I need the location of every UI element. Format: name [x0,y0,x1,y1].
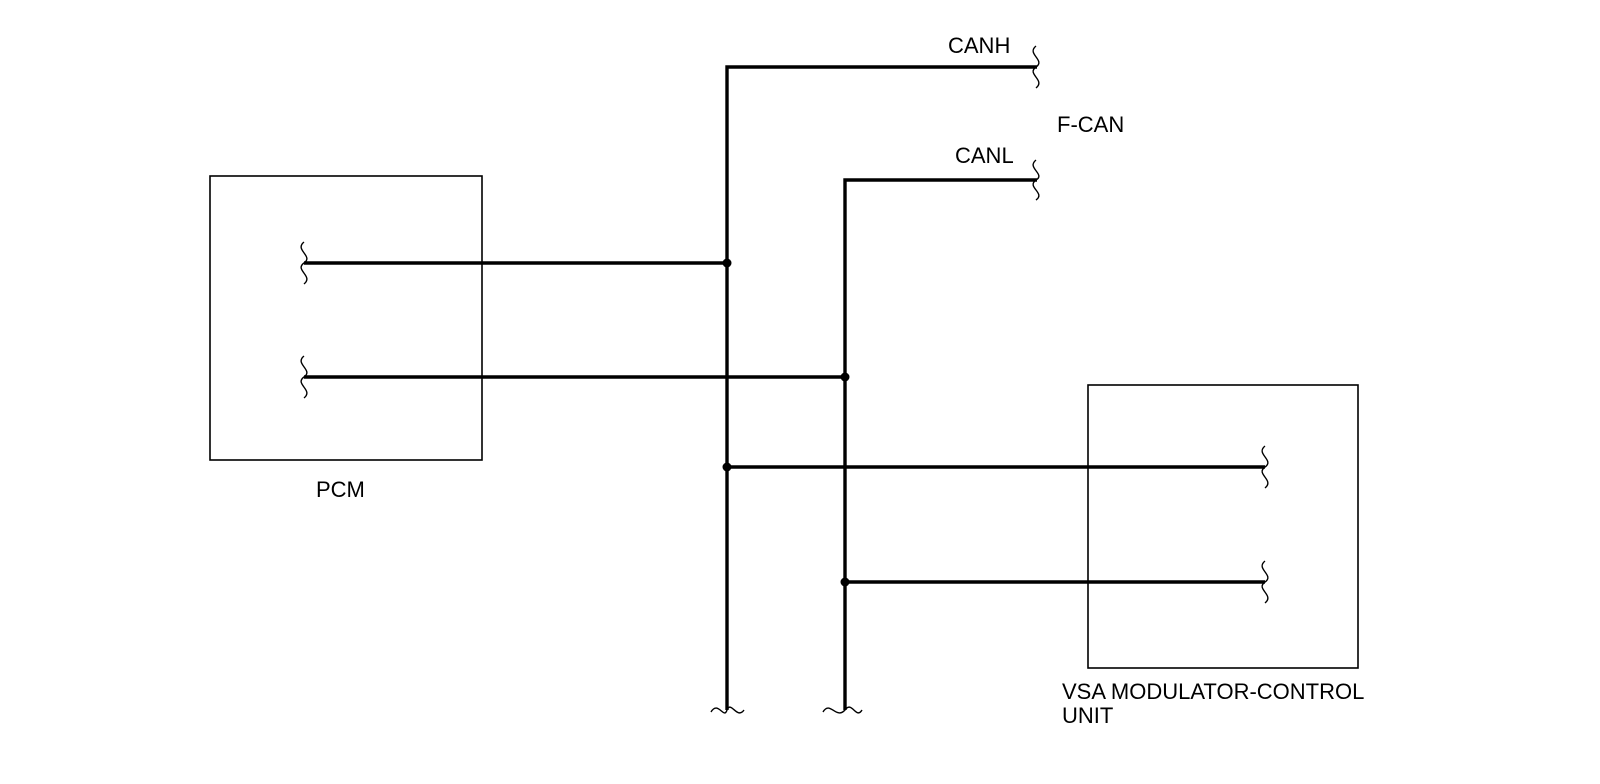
canh-bottom-break-icon [710,706,745,714]
f-can-bus-label: F-CAN [1057,112,1124,137]
canl-label: CANL [955,143,1014,168]
canh-continuation-break-icon [1032,45,1040,89]
canl-pcm-splice-dot [840,372,850,382]
vsa-modulator-control-label: VSA MODULATOR-CONTROL [1062,679,1364,704]
pcm-label: PCM [316,477,365,502]
vsa-canl-terminal-break-icon [1261,560,1269,604]
vsa-modulator-control-unit-box [1087,384,1359,669]
canh-vsa-splice-dot [722,462,732,472]
vsa-canh-terminal-break-icon [1261,445,1269,489]
canl-bottom-break-icon [822,706,863,714]
vsa-unit-label: UNIT [1062,703,1113,728]
canh-pcm-splice-dot [722,258,732,268]
canl-bus-wire [843,178,1037,710]
pcm-box [209,175,483,461]
canh-label: CANH [948,33,1010,58]
canl-vsa-splice-dot [840,577,850,587]
canl-continuation-break-icon [1032,159,1040,201]
pcm-canh-terminal-break-icon [300,241,308,285]
canh-bus-wire [725,65,1037,710]
pcm-canl-terminal-break-icon [300,355,308,399]
